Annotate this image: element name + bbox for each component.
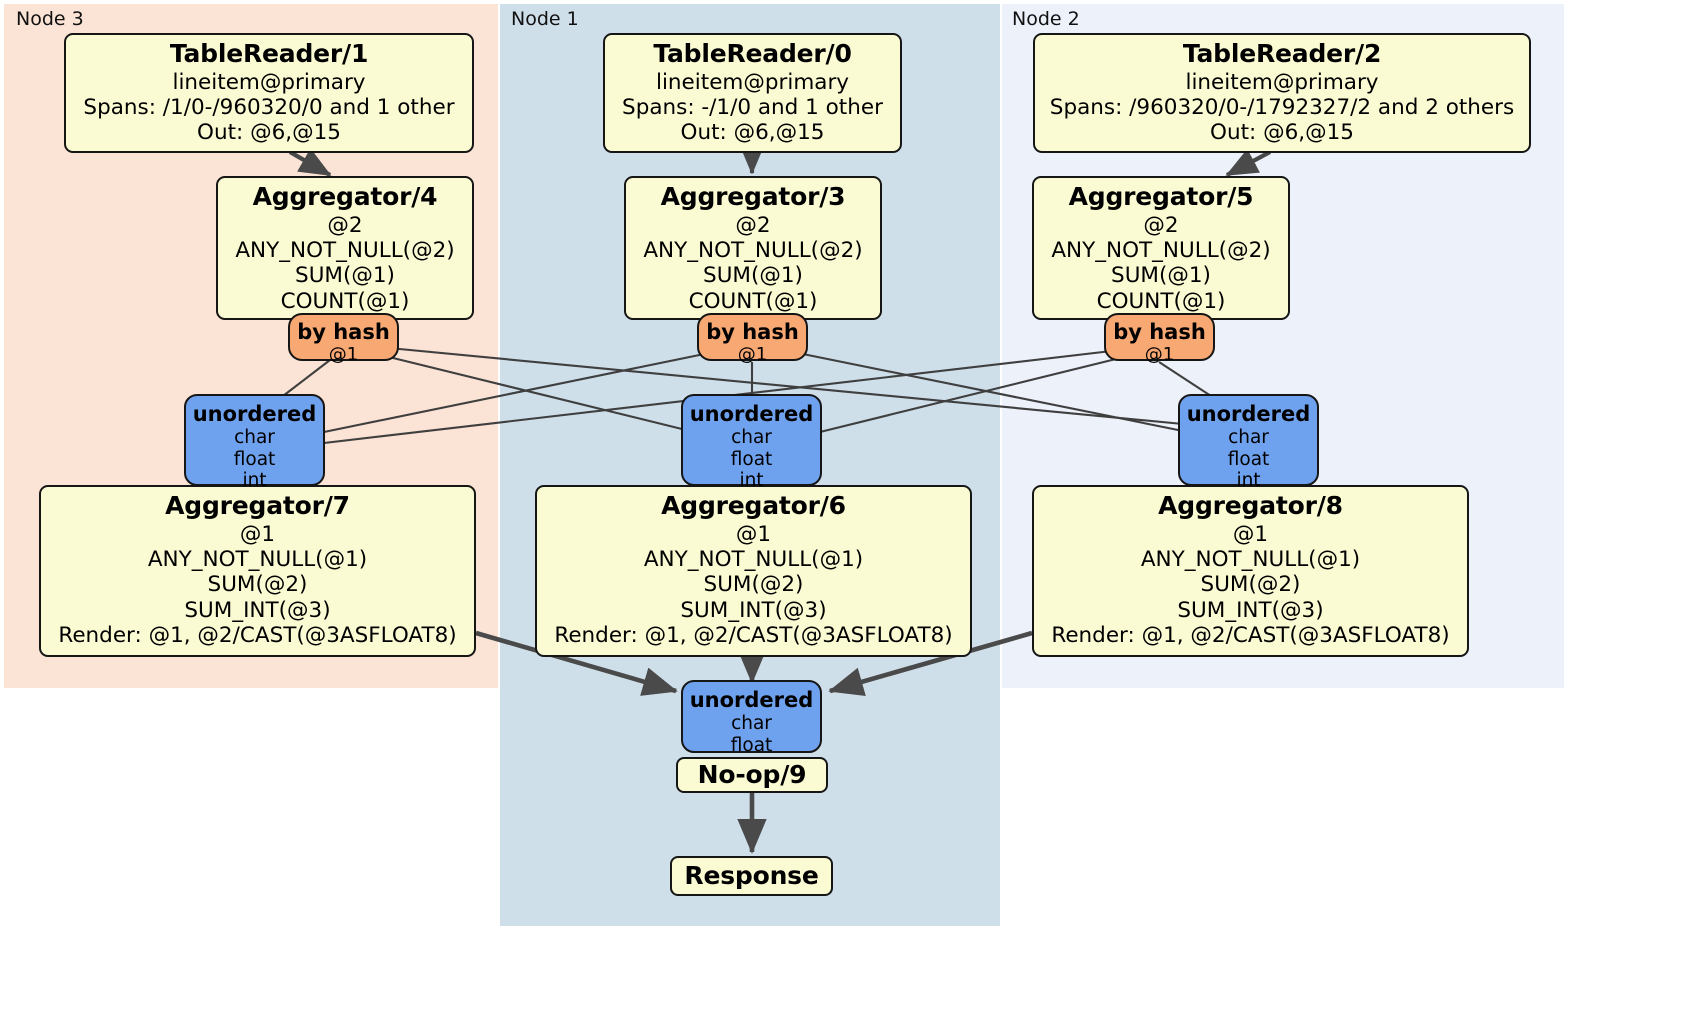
processor-line: Render: @1, @2/CAST(@3ASFLOAT8) [554,622,953,648]
synchronizer-line: float [730,734,773,756]
synchronizer-line: char [234,426,275,448]
processor-line: @2 [735,212,771,238]
processor-aggregator-6[interactable]: Aggregator/6 @1 ANY_NOT_NULL(@1) SUM(@2)… [535,485,972,657]
synchronizer-unordered-final[interactable]: unordered char float [681,680,822,756]
processor-aggregator-8[interactable]: Aggregator/8 @1 ANY_NOT_NULL(@1) SUM(@2)… [1032,485,1469,657]
processor-line: ANY_NOT_NULL(@1) [1140,546,1361,572]
router-line: @1 [737,343,768,365]
synchronizer-title: unordered [689,402,814,426]
processor-line: ANY_NOT_NULL(@2) [235,237,455,263]
synchronizer-line: int [242,470,267,492]
synchronizer-line: char [731,712,772,734]
processor-line: SUM(@1) [1111,263,1211,289]
processor-line: ANY_NOT_NULL(@1) [643,546,864,572]
processor-aggregator-3[interactable]: Aggregator/3 @2 ANY_NOT_NULL(@2) SUM(@1)… [624,176,882,320]
processor-line: Spans: /1/0-/960320/0 and 1 other [83,94,455,120]
processor-line: Spans: /960320/0-/1792327/2 and 2 others [1049,94,1515,120]
router-line: @1 [1144,343,1175,365]
processor-line: SUM(@2) [703,572,804,598]
processor-line: lineitem@primary [655,69,850,95]
processor-line: SUM(@1) [703,263,803,289]
node-region-label-node1: Node 1 [511,8,579,30]
processor-line: @1 [1232,521,1269,547]
processor-line: SUM_INT(@3) [184,597,331,623]
router-by-hash-mid[interactable]: by hash @1 [697,313,808,364]
processor-line: lineitem@primary [172,69,366,95]
processor-line: lineitem@primary [1185,69,1379,95]
synchronizer-unordered-right[interactable]: unordered char float int [1178,394,1319,491]
synchronizer-line: float [233,448,276,470]
processor-title: TableReader/0 [653,39,852,68]
router-title: by hash [1113,320,1206,344]
synchronizer-title: unordered [192,402,317,426]
synchronizer-title: unordered [689,688,814,712]
synchronizer-unordered-left[interactable]: unordered char float int [184,394,325,491]
synchronizer-line: float [730,448,773,470]
router-by-hash-right[interactable]: by hash @1 [1104,313,1215,364]
synchronizer-line: int [1236,470,1261,492]
processor-line: Render: @1, @2/CAST(@3ASFLOAT8) [58,622,457,648]
node-region-label-node3: Node 3 [16,8,84,30]
synchronizer-line: float [1227,448,1270,470]
processor-line: COUNT(@1) [280,288,410,314]
processor-line: SUM_INT(@3) [680,597,827,623]
processor-line: @1 [735,521,772,547]
processor-line: @2 [1143,212,1179,238]
processor-title: Aggregator/3 [660,182,846,211]
processor-line: SUM(@1) [295,263,395,289]
processor-line: SUM(@2) [1200,572,1301,598]
processor-line: @1 [239,521,276,547]
processor-line: SUM(@2) [207,572,308,598]
synchronizer-line: char [731,426,772,448]
processor-title: Aggregator/8 [1158,491,1343,520]
processor-aggregator-5[interactable]: Aggregator/5 @2 ANY_NOT_NULL(@2) SUM(@1)… [1032,176,1290,320]
processor-line: COUNT(@1) [1096,288,1226,314]
processor-table-reader-2[interactable]: TableReader/2 lineitem@primary Spans: /9… [1033,33,1531,153]
processor-title: No-op/9 [697,760,807,790]
processor-line: Out: @6,@15 [197,120,341,146]
synchronizer-line: char [1228,426,1269,448]
processor-line: Out: @6,@15 [680,120,825,146]
synchronizer-title: unordered [1186,402,1311,426]
processor-title: Aggregator/7 [165,491,350,520]
processor-line: Spans: -/1/0 and 1 other [622,94,883,120]
processor-line: COUNT(@1) [688,288,818,314]
processor-title: Aggregator/5 [1068,182,1254,211]
processor-line: Out: @6,@15 [1210,120,1354,146]
processor-line: SUM_INT(@3) [1177,597,1324,623]
synchronizer-line: int [739,470,764,492]
processor-line: ANY_NOT_NULL(@2) [1051,237,1271,263]
processor-aggregator-7[interactable]: Aggregator/7 @1 ANY_NOT_NULL(@1) SUM(@2)… [39,485,476,657]
node-region-label-node2: Node 2 [1012,8,1080,30]
synchronizer-unordered-mid[interactable]: unordered char float int [681,394,822,491]
router-by-hash-left[interactable]: by hash @1 [288,313,399,364]
processor-table-reader-1[interactable]: TableReader/1 lineitem@primary Spans: /1… [64,33,474,153]
processor-aggregator-4[interactable]: Aggregator/4 @2 ANY_NOT_NULL(@2) SUM(@1)… [216,176,474,320]
router-title: by hash [297,320,390,344]
processor-title: TableReader/1 [169,39,369,68]
processor-noop-9[interactable]: No-op/9 [676,757,828,793]
processor-title: Aggregator/6 [661,491,846,520]
processor-line: ANY_NOT_NULL(@1) [147,546,368,572]
router-line: @1 [328,343,359,365]
router-title: by hash [706,320,799,344]
processor-line: Render: @1, @2/CAST(@3ASFLOAT8) [1051,622,1450,648]
processor-title: Response [684,861,819,891]
processor-title: TableReader/2 [1182,39,1382,68]
processor-table-reader-0[interactable]: TableReader/0 lineitem@primary Spans: -/… [603,33,902,153]
processor-response[interactable]: Response [670,856,833,896]
processor-title: Aggregator/4 [252,182,438,211]
processor-line: @2 [327,212,363,238]
processor-line: ANY_NOT_NULL(@2) [643,237,863,263]
